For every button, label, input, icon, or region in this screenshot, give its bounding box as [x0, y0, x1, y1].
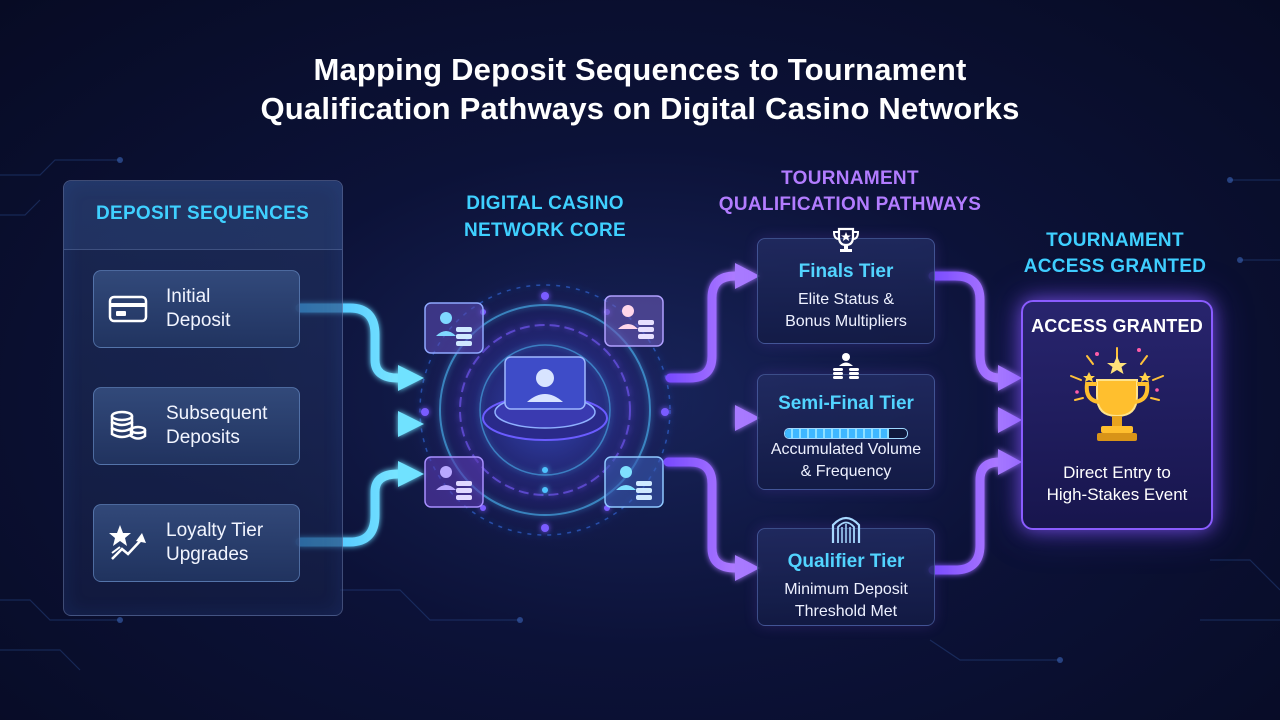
tier-name: Qualifier Tier — [787, 551, 905, 572]
tier-desc: Elite Status & Bonus Multipliers — [758, 289, 934, 333]
deposit-card-label-line-1: Subsequent — [166, 403, 268, 424]
tier-name: Semi-Final Tier — [778, 393, 914, 414]
access-title-line-1: TOURNAMENT — [1046, 230, 1184, 251]
deposit-card-subsequent: Subsequent Deposits — [93, 387, 300, 465]
core-rings — [419, 284, 671, 536]
deposit-card-label: Initial Deposit — [166, 285, 294, 333]
deposit-card-label-line-1: Initial — [166, 286, 211, 307]
access-body-line-1: Direct Entry to — [1063, 463, 1171, 482]
semi-final-progress-bar — [784, 428, 908, 439]
pathway-connectors — [663, 271, 742, 573]
gateway-arch-icon — [831, 516, 861, 543]
core-title-line-2: NETWORK CORE — [464, 220, 626, 241]
pathways-title-line-2: QUALIFICATION PATHWAYS — [718, 194, 982, 215]
coin-stack-icon — [110, 410, 147, 440]
tier-desc-line-1: Minimum Deposit — [784, 581, 908, 598]
circuit-lines — [0, 159, 1280, 671]
pathways-title-line-1: TOURNAMENT — [781, 168, 919, 189]
access-body-line-2: High-Stakes Event — [1046, 485, 1188, 504]
tier-desc-line-1: Elite Status & — [797, 291, 895, 308]
deposit-arrowheads — [398, 365, 424, 487]
star-growth-icon — [109, 525, 146, 560]
circuit-dots — [117, 157, 1243, 663]
core-satellite-tiles — [424, 295, 664, 508]
deposit-card-label: Loyalty Tier Upgrades — [166, 519, 294, 567]
core-title: DIGITAL CASINO NETWORK CORE — [430, 190, 660, 244]
deposit-card-loyalty: Loyalty Tier Upgrades — [93, 504, 300, 582]
deposit-panel-title: DEPOSIT SEQUENCES — [95, 203, 310, 224]
access-connectors — [928, 271, 1005, 575]
tier-desc-line-1: Accumulated Volume — [770, 441, 922, 458]
trophy-icon — [832, 227, 860, 252]
semi-final-progress-fill — [785, 429, 889, 438]
deposit-card-label-line-1: Loyalty Tier — [166, 520, 264, 541]
tier-card-finals: Finals Tier Elite Status & Bonus Multipl… — [757, 227, 935, 344]
tier-desc: Minimum Deposit Threshold Met — [758, 579, 934, 623]
deposit-card-label-line-2: Deposit — [166, 310, 231, 331]
deposit-panel-header — [64, 181, 342, 250]
tier-card-qualifier: Qualifier Tier Minimum Deposit Threshold… — [757, 516, 935, 626]
deposit-card-label: Subsequent Deposits — [166, 402, 294, 450]
tier-desc-line-2: & Frequency — [800, 463, 892, 480]
gold-trophy-icon — [1070, 347, 1164, 441]
core-nodes — [421, 292, 669, 532]
diagram-title-line-2: Qualification Pathways on Digital Casino… — [260, 91, 1020, 126]
access-arrowheads — [998, 365, 1022, 475]
access-badge: ACCESS GRANTED — [1031, 316, 1203, 336]
access-granted-card: ACCESS GRANTED Direct Entry to High-Stak… — [1021, 300, 1213, 530]
tier-name: Finals Tier — [798, 261, 894, 282]
access-title: TOURNAMENT ACCESS GRANTED — [1010, 228, 1220, 280]
pathway-arrowheads — [735, 263, 760, 581]
tier-desc-line-2: Bonus Multipliers — [785, 313, 907, 330]
credit-card-icon — [108, 295, 148, 323]
access-body: Direct Entry to High-Stakes Event — [1023, 462, 1211, 506]
core-title-line-1: DIGITAL CASINO — [466, 193, 624, 214]
deposit-card-label-line-2: Upgrades — [166, 544, 249, 565]
tier-desc-line-2: Threshold Met — [794, 603, 898, 620]
network-core-icon — [482, 356, 608, 441]
player-coins-icon — [833, 353, 859, 379]
tier-desc: Accumulated Volume & Frequency — [758, 439, 934, 483]
access-title-line-2: ACCESS GRANTED — [1023, 256, 1207, 277]
deposit-card-initial: Initial Deposit — [93, 270, 300, 348]
diagram-title-line-1: Mapping Deposit Sequences to Tournament — [313, 52, 967, 87]
deposit-card-label-line-2: Deposits — [166, 427, 240, 448]
pathways-title: TOURNAMENT QUALIFICATION PATHWAYS — [690, 166, 1010, 218]
